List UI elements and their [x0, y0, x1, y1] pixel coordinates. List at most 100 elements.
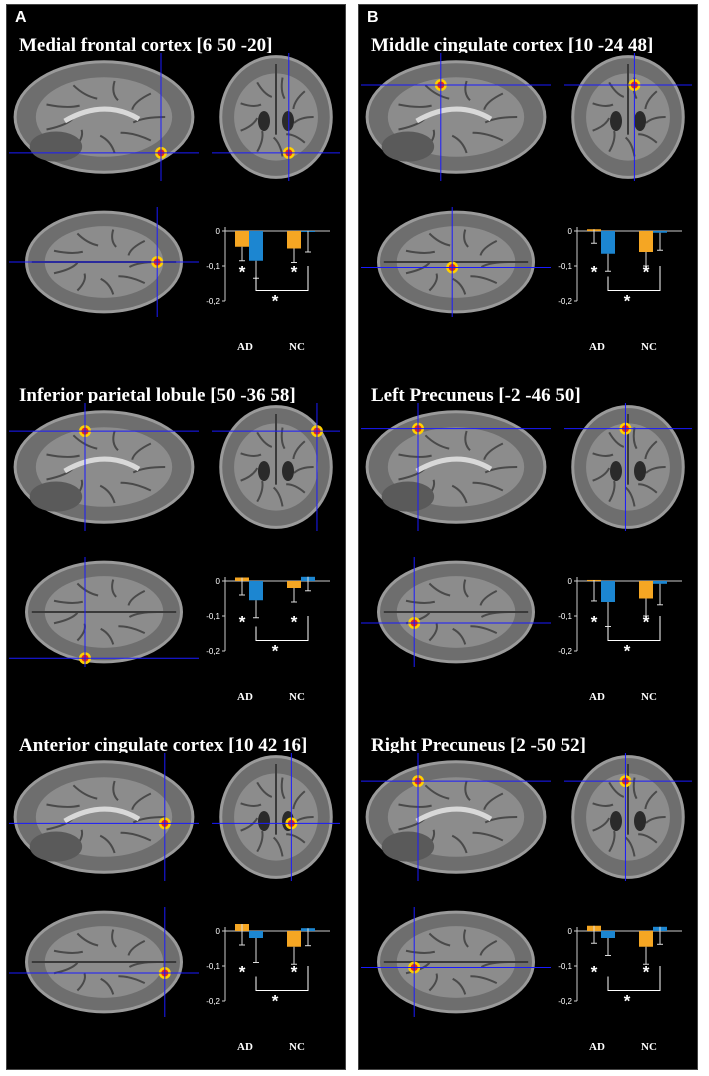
significance-star: *: [272, 292, 279, 311]
sagittal-sulcus: [398, 453, 432, 458]
brain-axial-view: [9, 557, 199, 667]
coronal-sulcus: [286, 483, 306, 494]
axial-sulcus: [463, 229, 469, 248]
sagittal-sulcus: [484, 466, 518, 474]
cerebellum: [29, 831, 83, 862]
brain-coronal-view: [564, 53, 692, 181]
brain-coronal-view: [212, 403, 340, 531]
coronal-sulcus: [632, 777, 638, 800]
axial-sulcus: [479, 239, 498, 256]
y-tick-label: 0: [568, 227, 573, 236]
region-title: Right Precuneus [2 -50 52]: [371, 735, 586, 756]
sagittal-sulcus: [112, 430, 119, 451]
y-tick-label: -0,1: [558, 612, 572, 621]
sagittal-sulcus: [451, 134, 468, 154]
sagittal-sulcus: [99, 134, 116, 154]
category-label-ad: AD: [237, 1041, 253, 1053]
axial-sulcus: [405, 599, 436, 604]
sagittal-sulcus: [120, 481, 152, 492]
coronal-brain-svg: [564, 403, 692, 531]
coronal-sulcus: [293, 466, 314, 474]
significance-bracket: [607, 616, 661, 641]
brain-coronal-view: [564, 753, 692, 881]
sagittal-sulcus: [120, 131, 152, 142]
sagittal-sulcus: [464, 430, 471, 451]
brain-sagittal-view: [9, 53, 199, 181]
coronal-sulcus: [638, 133, 658, 144]
bar: [249, 581, 263, 601]
bar: [601, 231, 615, 254]
coronal-sulcus: [256, 480, 264, 503]
axial-sulcus: [118, 275, 146, 285]
coronal-sulcus: [240, 817, 259, 832]
coronal-sulcus: [592, 452, 614, 457]
axial-sulcus: [76, 273, 86, 292]
bar: [639, 231, 653, 252]
corpus-callosum: [63, 456, 141, 474]
y-tick-label: 0: [216, 577, 221, 586]
sagittal-sulcus: [131, 442, 152, 461]
sagittal-sulcus: [112, 80, 119, 101]
y-tick-label: -0,2: [206, 297, 220, 306]
axial-sulcus: [479, 589, 498, 606]
y-tick-label: -0,2: [558, 647, 572, 656]
significance-star: *: [239, 963, 246, 982]
cerebellum: [381, 831, 435, 862]
sagittal-sulcus: [132, 466, 166, 474]
significance-star: *: [291, 613, 298, 632]
region-block: Left Precuneus [-2 -46 50]0-0,1-0,2***AD…: [359, 385, 699, 725]
sagittal-sulcus: [472, 131, 504, 142]
brain-sagittal-view: [9, 753, 199, 881]
bar: [639, 581, 653, 599]
y-tick-label: -0,1: [206, 962, 220, 971]
ventricle-right: [282, 461, 294, 481]
coronal-sulcus: [292, 440, 306, 460]
coronal-sulcus: [272, 486, 284, 507]
axial-sulcus: [76, 973, 86, 992]
region-title: Middle cingulate cortex [10 -24 48]: [371, 35, 654, 56]
coronal-sulcus: [624, 836, 636, 857]
region-title: Medial frontal cortex [6 50 -20]: [19, 35, 273, 56]
brain-coronal-view: [212, 753, 340, 881]
axial-sulcus: [76, 932, 99, 947]
coronal-sulcus: [240, 467, 259, 482]
coronal-sulcus: [608, 130, 616, 153]
cerebellum: [29, 131, 83, 162]
y-tick-label: 0: [216, 227, 221, 236]
y-tick-label: 0: [568, 577, 573, 586]
axial-sulcus: [111, 229, 117, 248]
coronal-sulcus: [286, 833, 306, 844]
y-tick-label: -0,2: [558, 997, 572, 1006]
sagittal-sulcus: [72, 84, 98, 100]
axial-sulcus: [428, 582, 451, 597]
coronal-sulcus: [592, 117, 611, 132]
brain-sagittal-view: [361, 753, 551, 881]
sagittal-sulcus: [472, 481, 504, 492]
coronal-sulcus: [256, 781, 273, 798]
sagittal-brain-svg: [9, 403, 199, 531]
bar-chart-svg: 0-0,1-0,2***: [206, 227, 330, 311]
sagittal-sulcus: [46, 803, 80, 808]
category-label-ad: AD: [237, 691, 253, 703]
axial-sulcus: [53, 949, 84, 954]
y-tick-label: -0,2: [206, 997, 220, 1006]
category-label-nc: NC: [641, 1041, 657, 1053]
axial-sulcus: [118, 975, 146, 985]
coronal-sulcus: [608, 480, 616, 503]
y-tick-label: 0: [568, 927, 573, 936]
bar: [287, 581, 301, 588]
coronal-brain-svg: [212, 753, 340, 881]
coronal-brain-svg: [212, 403, 340, 531]
brain-sagittal-view: [361, 403, 551, 531]
bar: [235, 231, 249, 247]
axial-sulcus: [53, 599, 84, 604]
axial-sulcus: [470, 275, 498, 285]
region-block: Right Precuneus [2 -50 52]0-0,1-0,2***AD…: [359, 735, 699, 1075]
coronal-sulcus: [632, 427, 638, 450]
significance-star: *: [291, 963, 298, 982]
ventricle-right: [282, 111, 294, 131]
coronal-sulcus: [645, 466, 666, 474]
ventricle-left: [610, 811, 622, 831]
